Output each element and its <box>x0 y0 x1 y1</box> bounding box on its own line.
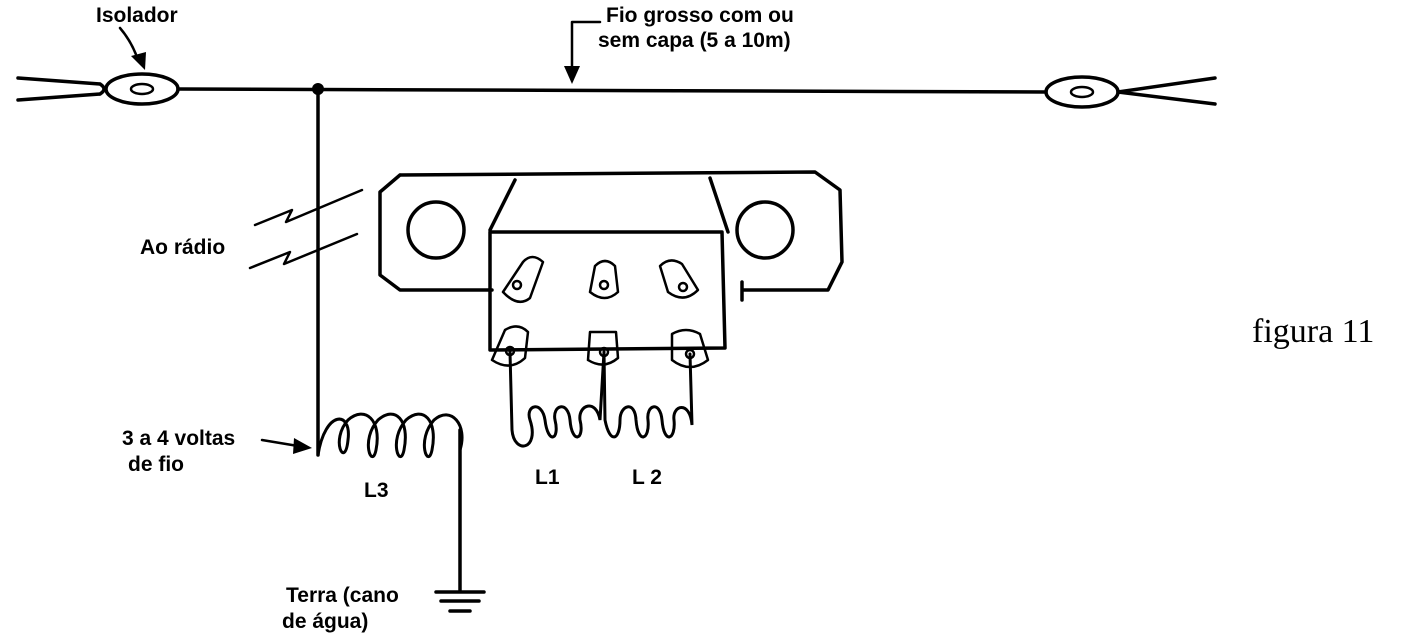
right-insulator <box>1044 75 1217 109</box>
variable-capacitor <box>378 170 844 369</box>
label-fio-line1: Fio grosso com ou <box>606 4 794 27</box>
figure-caption: figura 11 <box>1252 313 1374 350</box>
label-voltas-line1: 3 a 4 voltas <box>122 427 235 450</box>
label-terra-line1: Terra (cano <box>286 584 399 607</box>
left-insulator <box>16 72 180 106</box>
label-l1: L1 <box>535 466 560 489</box>
ground-symbol <box>434 590 486 613</box>
voltas-arrowhead <box>293 438 312 454</box>
radio-break-mark <box>248 188 364 270</box>
label-voltas-line2: de fio <box>128 453 184 476</box>
label-terra-line2: de água) <box>282 610 368 633</box>
label-ao-radio: Ao rádio <box>140 236 225 259</box>
fio-arrow <box>570 20 602 74</box>
isolador-arrowhead <box>131 52 146 70</box>
fio-arrowhead <box>564 66 580 84</box>
label-fio-line2: sem capa (5 a 10m) <box>598 29 791 52</box>
antenna-wire <box>176 87 1048 94</box>
label-isolador: Isolador <box>96 4 178 27</box>
coil-l2 <box>602 350 694 439</box>
coil-l1 <box>508 350 606 448</box>
label-l2: L 2 <box>632 466 662 489</box>
label-l3: L3 <box>364 479 389 502</box>
voltas-arrow <box>260 438 300 448</box>
coil-l3 <box>316 412 464 459</box>
